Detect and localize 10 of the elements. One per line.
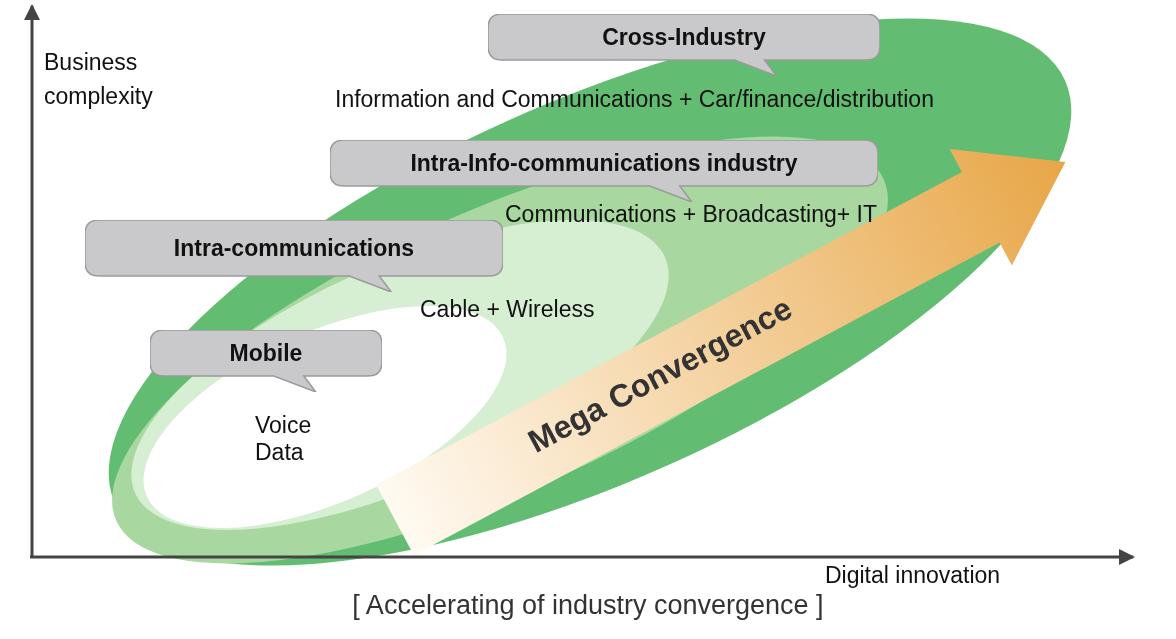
caption: [ Accelerating of industry convergence ] bbox=[351, 590, 825, 621]
band-description: Voice Data bbox=[255, 412, 313, 466]
axis-label: Business complexity bbox=[44, 48, 154, 111]
bubble-heading: Cross-Industry bbox=[601, 23, 767, 51]
band-description: Communications + Broadcasting+ IT bbox=[505, 201, 877, 228]
bubble-heading: Intra-communications bbox=[172, 234, 416, 262]
band-description: Cable + Wireless bbox=[420, 296, 595, 323]
bubble-heading: Mobile bbox=[228, 339, 304, 367]
bubble-heading: Intra-Info-communications industry bbox=[409, 149, 799, 177]
axis-label: Digital innovation bbox=[825, 562, 1001, 589]
